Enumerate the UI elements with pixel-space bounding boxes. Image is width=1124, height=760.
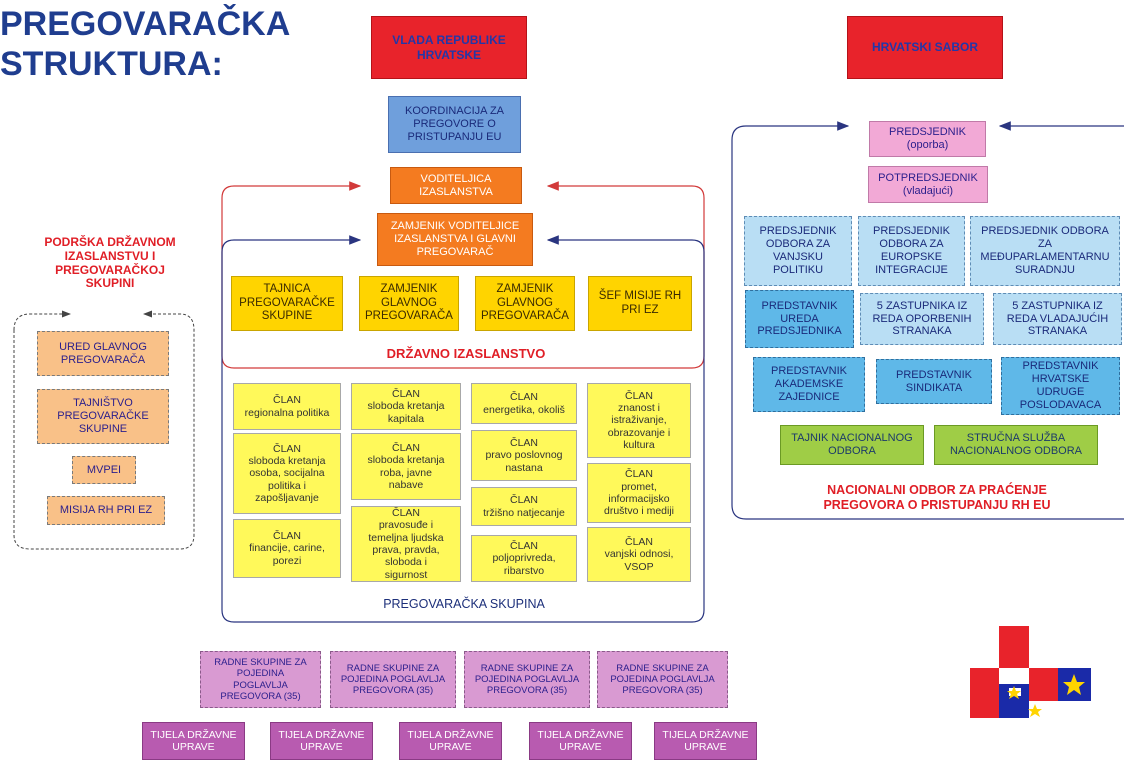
committee-member: PREDSTAVNIK UREDA PREDSJEDNIKA <box>745 290 854 348</box>
delegation-label: DRŽAVNO IZASLANSTVO <box>386 346 546 361</box>
vlada-box: VLADA REPUBLIKE HRVATSKE <box>371 16 527 79</box>
working-group-box: RADNE SKUPINE ZA POJEDINA POGLAVLJA PREG… <box>330 651 456 708</box>
group-member: ČLAN financije, carine, porezi <box>233 519 341 578</box>
group-member: ČLAN sloboda kretanja osoba, socijalna p… <box>233 433 341 514</box>
delegation-member: ZAMJENIK GLAVNOG PREGOVARAČA <box>359 276 459 331</box>
group-member: ČLAN regionalna politika <box>233 383 341 430</box>
state-body-box: TIJELA DRŽAVNE UPRAVE <box>270 722 373 760</box>
group-frame <box>221 235 362 253</box>
group-member: ČLAN promet, informacijsko društvo i med… <box>587 463 691 523</box>
group-member: ČLAN znanost i istraživanje, obrazovanje… <box>587 383 691 458</box>
delegation-member: ZAMJENIK GLAVNOG PREGOVARAČA <box>475 276 575 331</box>
committee-member: 5 ZASTUPNIKA IZ REDA OPORBENIH STRANAKA <box>860 293 984 345</box>
group-member: ČLAN energetika, okoliš <box>471 383 577 424</box>
support-frame <box>13 310 71 331</box>
committee-label: NACIONALNI ODBOR ZA PRAĆENJE PREGOVORA O… <box>823 483 1051 512</box>
delegation-member: TAJNICA PREGOVARAČKE SKUPINE <box>231 276 343 331</box>
support-item: URED GLAVNOG PREGOVARAČA <box>37 331 169 376</box>
committee-member: PREDSTAVNIK SINDIKATA <box>876 359 992 404</box>
group-member: ČLAN sloboda kretanja kapitala <box>351 383 461 430</box>
group-member: ČLAN tržišno natjecanje <box>471 487 577 526</box>
state-body-box: TIJELA DRŽAVNE UPRAVE <box>142 722 245 760</box>
committee-frame <box>731 121 850 141</box>
group-member: ČLAN vanjski odnosi, VSOP <box>587 527 691 582</box>
delegation-member: ŠEF MISIJE RH PRI EZ <box>588 276 692 331</box>
working-group-box: RADNE SKUPINE ZA POJEDINA POGLAVLJA PREG… <box>464 651 590 708</box>
croatia-eu-logo <box>940 626 1094 726</box>
committee-member: PREDSJEDNIK ODBORA ZA MEĐUPARLAMENTARNU … <box>970 216 1120 286</box>
sabor-box: HRVATSKI SABOR <box>847 16 1003 79</box>
zamjenik-voditeljice-box: ZAMJENIK VODITELJICE IZASLANSTVA I GLAVN… <box>377 213 533 266</box>
support-item: MVPEI <box>72 456 136 484</box>
committee-member: PREDSJEDNIK ODBORA ZA EUROPSKE INTEGRACI… <box>858 216 965 286</box>
committee-member: TAJNIK NACIONALNOG ODBORA <box>780 425 924 465</box>
group-member: ČLAN sloboda kretanja roba, javne nabave <box>351 433 461 500</box>
state-body-box: TIJELA DRŽAVNE UPRAVE <box>654 722 757 760</box>
support-item: MISIJA RH PRI EZ <box>47 496 165 525</box>
group-member: ČLAN pravosuđe i temeljna ljudska prava,… <box>351 506 461 582</box>
state-body-box: TIJELA DRŽAVNE UPRAVE <box>529 722 632 760</box>
group-member: ČLAN pravo poslovnog nastana <box>471 430 577 481</box>
potpredsjednik-box: POTPREDSJEDNIK (vladajući) <box>868 166 988 203</box>
predsjednik-box: PREDSJEDNIK (oporba) <box>869 121 986 157</box>
group-label: PREGOVARAČKA SKUPINA <box>383 597 545 611</box>
support-label: PODRŠKA DRŽAVNOM IZASLANSTVU I PREGOVARA… <box>44 235 176 291</box>
voditeljica-box: VODITELJICA IZASLANSTVA <box>390 167 522 204</box>
committee-member: 5 ZASTUPNIKA IZ REDA VLADAJUĆIH STRANAKA <box>993 293 1122 345</box>
committee-member: PREDSJEDNIK ODBORA ZA VANJSKU POLITIKU <box>744 216 852 286</box>
group-member: ČLAN poljoprivreda, ribarstvo <box>471 535 577 582</box>
working-group-box: RADNE SKUPINE ZA POJEDINA POGLAVLJA PREG… <box>597 651 728 708</box>
committee-member: STRUČNA SLUŽBA NACIONALNOG ODBORA <box>934 425 1098 465</box>
delegation-frame <box>221 181 362 199</box>
page-title: PREGOVARAČKA STRUKTURA: <box>0 5 291 84</box>
working-group-box: RADNE SKUPINE ZA POJEDINA POGLAVLJA PREG… <box>200 651 321 708</box>
committee-member: PREDSTAVNIK AKADEMSKE ZAJEDNICE <box>753 357 865 412</box>
koordinacija-box: KOORDINACIJA ZA PREGOVORE O PRISTUPANJU … <box>388 96 521 153</box>
state-body-box: TIJELA DRŽAVNE UPRAVE <box>399 722 502 760</box>
committee-member: PREDSTAVNIK HRVATSKE UDRUGE POSLODAVACA <box>1001 357 1120 415</box>
support-item: TAJNIŠTVO PREGOVARAČKE SKUPINE <box>37 389 169 444</box>
